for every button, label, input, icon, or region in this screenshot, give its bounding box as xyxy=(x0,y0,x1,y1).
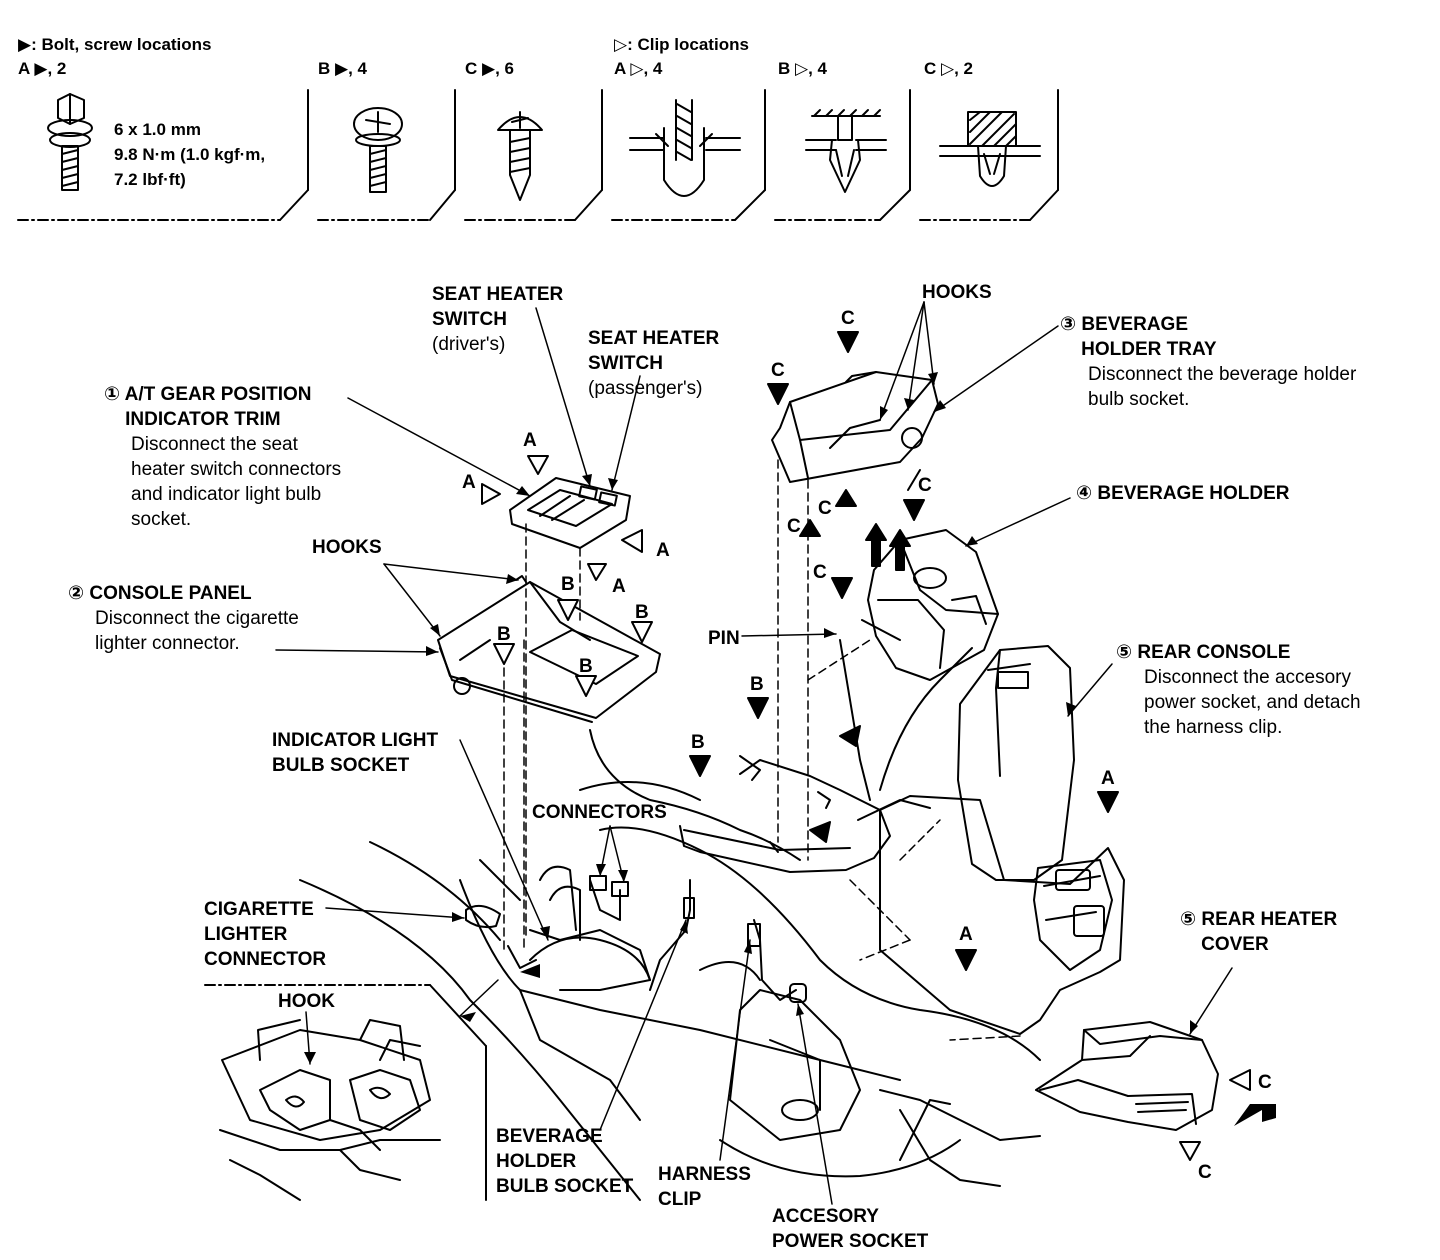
gear-shift-area xyxy=(465,865,651,991)
rear-console-title: ⑤ REAR CONSOLE xyxy=(1116,642,1291,663)
console-panel-note: Disconnect the cigarette lighter connect… xyxy=(95,608,299,654)
location-markers xyxy=(481,331,1251,1161)
marker-letter-b: B xyxy=(579,656,593,677)
beverage-holder-title: ④ BEVERAGE HOLDER xyxy=(1076,483,1290,504)
seat-heater-driver-note: (driver's) xyxy=(432,334,506,355)
connectors-label: CONNECTORS xyxy=(532,802,667,823)
legend-clip-a: A ▷, 4 xyxy=(614,59,663,78)
harness-clip-label: HARNESS CLIP xyxy=(658,1164,751,1210)
marker-letter-c: C xyxy=(818,498,832,519)
seat-heater-driver-title: SEAT HEATER SWITCH xyxy=(432,284,564,330)
marker-letter-a: A xyxy=(523,430,537,451)
marker-letter-c: C xyxy=(841,308,855,329)
legend-clip-b: B ▷, 4 xyxy=(778,59,827,78)
beverage-tray-title: ③ BEVERAGE HOLDER TRAY xyxy=(1060,314,1217,360)
pin-label: PIN xyxy=(708,628,740,649)
marker-letter-c: C xyxy=(787,516,801,537)
beverage-holder-tray-part xyxy=(771,371,939,483)
clip-c-icon xyxy=(939,111,1041,187)
marker-letter-b: B xyxy=(750,674,764,695)
marker-letter-c: C xyxy=(1198,1162,1212,1183)
bolt-spec-torque-nm: 9.8 N·m (1.0 kgf·m, xyxy=(114,145,266,164)
seat-heater-passenger-title: SEAT HEATER SWITCH xyxy=(588,328,720,374)
legend-clip-title: ▷: Clip locations xyxy=(614,35,749,54)
marker-letter-a: A xyxy=(1101,768,1115,789)
marker-letter-c: C xyxy=(1258,1072,1272,1093)
marker-letter-a: A xyxy=(959,924,973,945)
beverage-holder-part xyxy=(861,529,999,681)
rear-console-note: Disconnect the accesory power socket, an… xyxy=(1144,667,1361,738)
marker-letter-b: B xyxy=(635,602,649,623)
console-panel-part xyxy=(437,575,661,723)
clip-b-icon xyxy=(805,109,887,193)
clip-a-icon xyxy=(629,99,741,197)
indicator-light-label: INDICATOR LIGHT BULB SOCKET xyxy=(272,730,439,776)
at-gear-trim-part xyxy=(509,477,631,549)
legend-clip-c: C ▷, 2 xyxy=(924,59,973,78)
bolt-a-icon xyxy=(47,93,93,191)
screw-c-icon xyxy=(497,111,543,201)
marker-letter-a: A xyxy=(656,540,670,561)
beverage-tray-note: Disconnect the beverage holder bulb sock… xyxy=(1088,364,1357,410)
seat-heater-passenger-note: (passenger's) xyxy=(588,378,703,399)
marker-letter-b: B xyxy=(561,574,575,595)
marker-letter-a: A xyxy=(612,576,626,597)
bolt-b-icon xyxy=(353,107,403,193)
rear-console-part xyxy=(857,645,1125,1035)
hook-label: HOOK xyxy=(278,991,335,1012)
bolt-spec-torque-lbf: 7.2 lbf·ft) xyxy=(114,170,186,189)
marker-letter-c: C xyxy=(813,562,827,583)
at-gear-trim-title: ① A/T GEAR POSITION INDICATOR TRIM xyxy=(104,384,312,430)
accessory-socket-label: ACCESORY POWER SOCKET xyxy=(772,1206,929,1252)
marker-letter-b: B xyxy=(691,732,705,753)
cigarette-lighter-label: CIGARETTE LIGHTER CONNECTOR xyxy=(204,899,327,970)
marker-letter-b: B xyxy=(497,624,511,645)
legend-bolt-a: A ▶, 2 xyxy=(18,59,67,78)
alignment-guide-lines xyxy=(503,459,1021,1041)
body-floor-lines xyxy=(299,781,1041,1201)
legend-bolt-c: C ▶, 6 xyxy=(465,59,514,78)
hook-detail-inset xyxy=(204,984,487,1201)
console-panel-title: ② CONSOLE PANEL xyxy=(68,583,252,604)
at-gear-trim-note: Disconnect the seat heater switch connec… xyxy=(131,434,342,530)
hooks-top-label: HOOKS xyxy=(922,282,992,303)
legend-bolt-title: ▶: Bolt, screw locations xyxy=(18,35,212,54)
rear-heater-cover-part xyxy=(1035,1021,1219,1131)
marker-letter-c: C xyxy=(918,475,932,496)
center-console-part xyxy=(679,755,891,873)
removal-direction-arrows xyxy=(865,469,921,571)
marker-letter-a: A xyxy=(462,472,476,493)
legend-bolt-b: B ▶, 4 xyxy=(318,59,367,78)
legend-box-frames xyxy=(17,89,1059,221)
hooks-left-label: HOOKS xyxy=(312,537,382,558)
rear-heater-cover-title: ⑤ REAR HEATER COVER xyxy=(1180,909,1338,955)
marker-letter-c: C xyxy=(771,360,785,381)
leader-arrowheads xyxy=(304,372,1276,1126)
bolt-spec-size: 6 x 1.0 mm xyxy=(114,120,201,139)
beverage-bulb-socket-label: BEVERAGE HOLDER BULB SOCKET xyxy=(496,1126,634,1197)
